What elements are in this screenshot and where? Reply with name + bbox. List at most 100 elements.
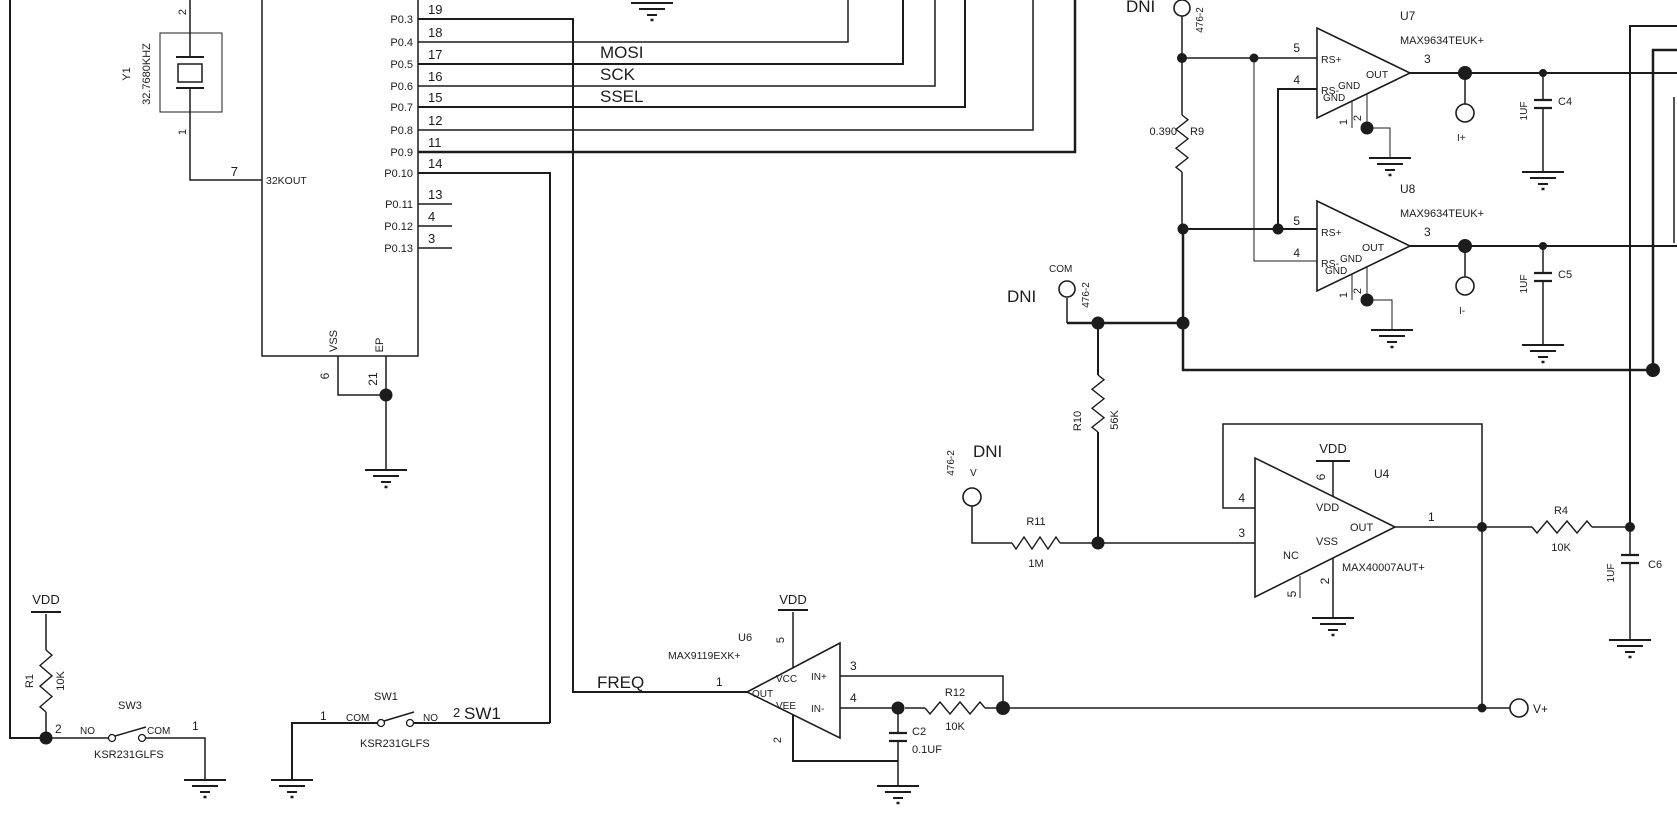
label-1UF: 1UF <box>1606 564 1617 583</box>
label-KSR231GLFS: KSR231GLFS <box>94 749 164 761</box>
u7-amp <box>1316 26 1412 120</box>
testpoint-iminus <box>1455 276 1475 296</box>
wire-p07-ssel <box>418 0 966 108</box>
wire-sw3-right <box>146 737 206 780</box>
wire-u7-gnd-wire <box>1367 127 1391 158</box>
label-2: 2 <box>177 9 189 15</box>
label-IN-: IN- <box>811 704 824 715</box>
junction-dot <box>1539 242 1547 250</box>
label-4: 4 <box>428 209 435 224</box>
junction-dot <box>1360 121 1374 135</box>
label-5: 5 <box>1285 590 1299 597</box>
label-P0.5: P0.5 <box>390 59 413 71</box>
label-4: 4 <box>1238 491 1245 505</box>
label-R4: R4 <box>1554 505 1568 517</box>
label-VDD: VDD <box>1319 441 1346 456</box>
u4-opamp <box>1254 456 1397 599</box>
label-10K: 10K <box>1551 542 1571 554</box>
junction-dot <box>1272 223 1284 235</box>
label-V+: V+ <box>1533 702 1548 716</box>
label-OUT: OUT <box>752 689 773 700</box>
label-32.7680KHZ: 32.7680KHZ <box>141 43 153 105</box>
junction-dot <box>1477 703 1487 713</box>
label-1UF: 1UF <box>1519 275 1530 294</box>
label-SW1: SW1 <box>464 704 501 723</box>
label-C5: C5 <box>1558 269 1572 281</box>
label-2: 2 <box>1352 288 1364 294</box>
label-476-2: 476-2 <box>946 450 957 476</box>
label-1: 1 <box>1338 119 1350 125</box>
wire-u7-rsminus-link <box>1277 88 1317 229</box>
label-GND: GND <box>1323 93 1345 104</box>
label-GND: GND <box>1340 254 1362 265</box>
label-R12: R12 <box>945 687 965 699</box>
label-Y1: Y1 <box>121 67 133 80</box>
label-EP: EP <box>374 338 386 353</box>
label-OUT: OUT <box>1362 242 1385 254</box>
crystal-outline <box>159 32 223 113</box>
label-R11: R11 <box>1026 516 1045 528</box>
label-2: 2 <box>453 705 460 720</box>
junction-dot <box>1625 522 1635 532</box>
switch-sw1-contact2 <box>405 718 415 728</box>
wire-dni-v-stem <box>971 506 1012 544</box>
label-12: 12 <box>428 113 442 128</box>
label-RS-: RS- <box>1321 85 1340 97</box>
wire-p04 <box>418 0 849 43</box>
junction-dot <box>379 388 393 402</box>
wire-com-return-bus <box>1181 229 1653 372</box>
label-GND: GND <box>1338 81 1360 92</box>
wire-xtal-pin1-32kout <box>189 88 262 181</box>
label-6: 6 <box>1314 473 1328 480</box>
label-VDD: VDD <box>1316 502 1339 514</box>
label-21: 21 <box>366 372 380 386</box>
label-VDD: VDD <box>32 592 59 607</box>
resistor-R9 <box>1174 114 1190 173</box>
label-RS-: RS- <box>1321 258 1340 270</box>
wire-u4-feedback <box>1222 423 1483 527</box>
label-56K: 56K <box>1109 410 1121 430</box>
label-3: 3 <box>1424 225 1431 239</box>
label-I+: I+ <box>1457 133 1466 144</box>
wire-u6-inplus <box>840 675 1004 708</box>
label-DNI: DNI <box>1007 287 1036 306</box>
label-4: 4 <box>1293 73 1300 87</box>
label-U8: U8 <box>1400 182 1416 196</box>
label-10K: 10K <box>945 721 965 733</box>
label-U6: U6 <box>738 632 752 644</box>
label-MAX40007AUT+: MAX40007AUT+ <box>1342 562 1425 574</box>
label-2: 2 <box>55 722 62 736</box>
label-1: 1 <box>177 129 189 135</box>
wire-vss-wire <box>337 356 386 396</box>
label-13: 13 <box>428 187 442 202</box>
junction-dot <box>891 701 905 715</box>
testpoint-vplus <box>1509 698 1529 718</box>
crystal-body <box>177 63 203 83</box>
wire-p03-freq <box>418 18 747 693</box>
label-15: 15 <box>428 90 442 105</box>
label-P0.8: P0.8 <box>390 125 413 137</box>
testpoint-dni-v <box>962 487 982 507</box>
junction-dot <box>1458 66 1472 80</box>
label-18: 18 <box>428 25 442 40</box>
label-P0.9: P0.9 <box>390 147 413 159</box>
wire-p08 <box>418 0 1034 131</box>
label-4: 4 <box>850 691 857 705</box>
switch-sw3-contact2 <box>137 733 147 743</box>
label-COM: COM <box>147 726 170 737</box>
label-7: 7 <box>231 164 238 179</box>
label-3: 3 <box>850 659 857 673</box>
resistor-R11 <box>1011 535 1061 551</box>
resistor-R12 <box>924 700 986 716</box>
junction-dot <box>1539 69 1547 77</box>
junction-dot <box>1091 316 1105 330</box>
wire-u8-rsminus-link <box>1253 58 1317 262</box>
resistor-R1 <box>38 649 54 713</box>
label-FREQ: FREQ <box>597 673 644 692</box>
label-SW1: SW1 <box>374 691 398 703</box>
label-C2: C2 <box>912 726 926 738</box>
label-2: 2 <box>1318 577 1332 584</box>
label-32KOUT: 32KOUT <box>266 175 307 187</box>
label-6: 6 <box>318 372 332 379</box>
label-MAX9634TEUK+: MAX9634TEUK+ <box>1400 208 1484 220</box>
